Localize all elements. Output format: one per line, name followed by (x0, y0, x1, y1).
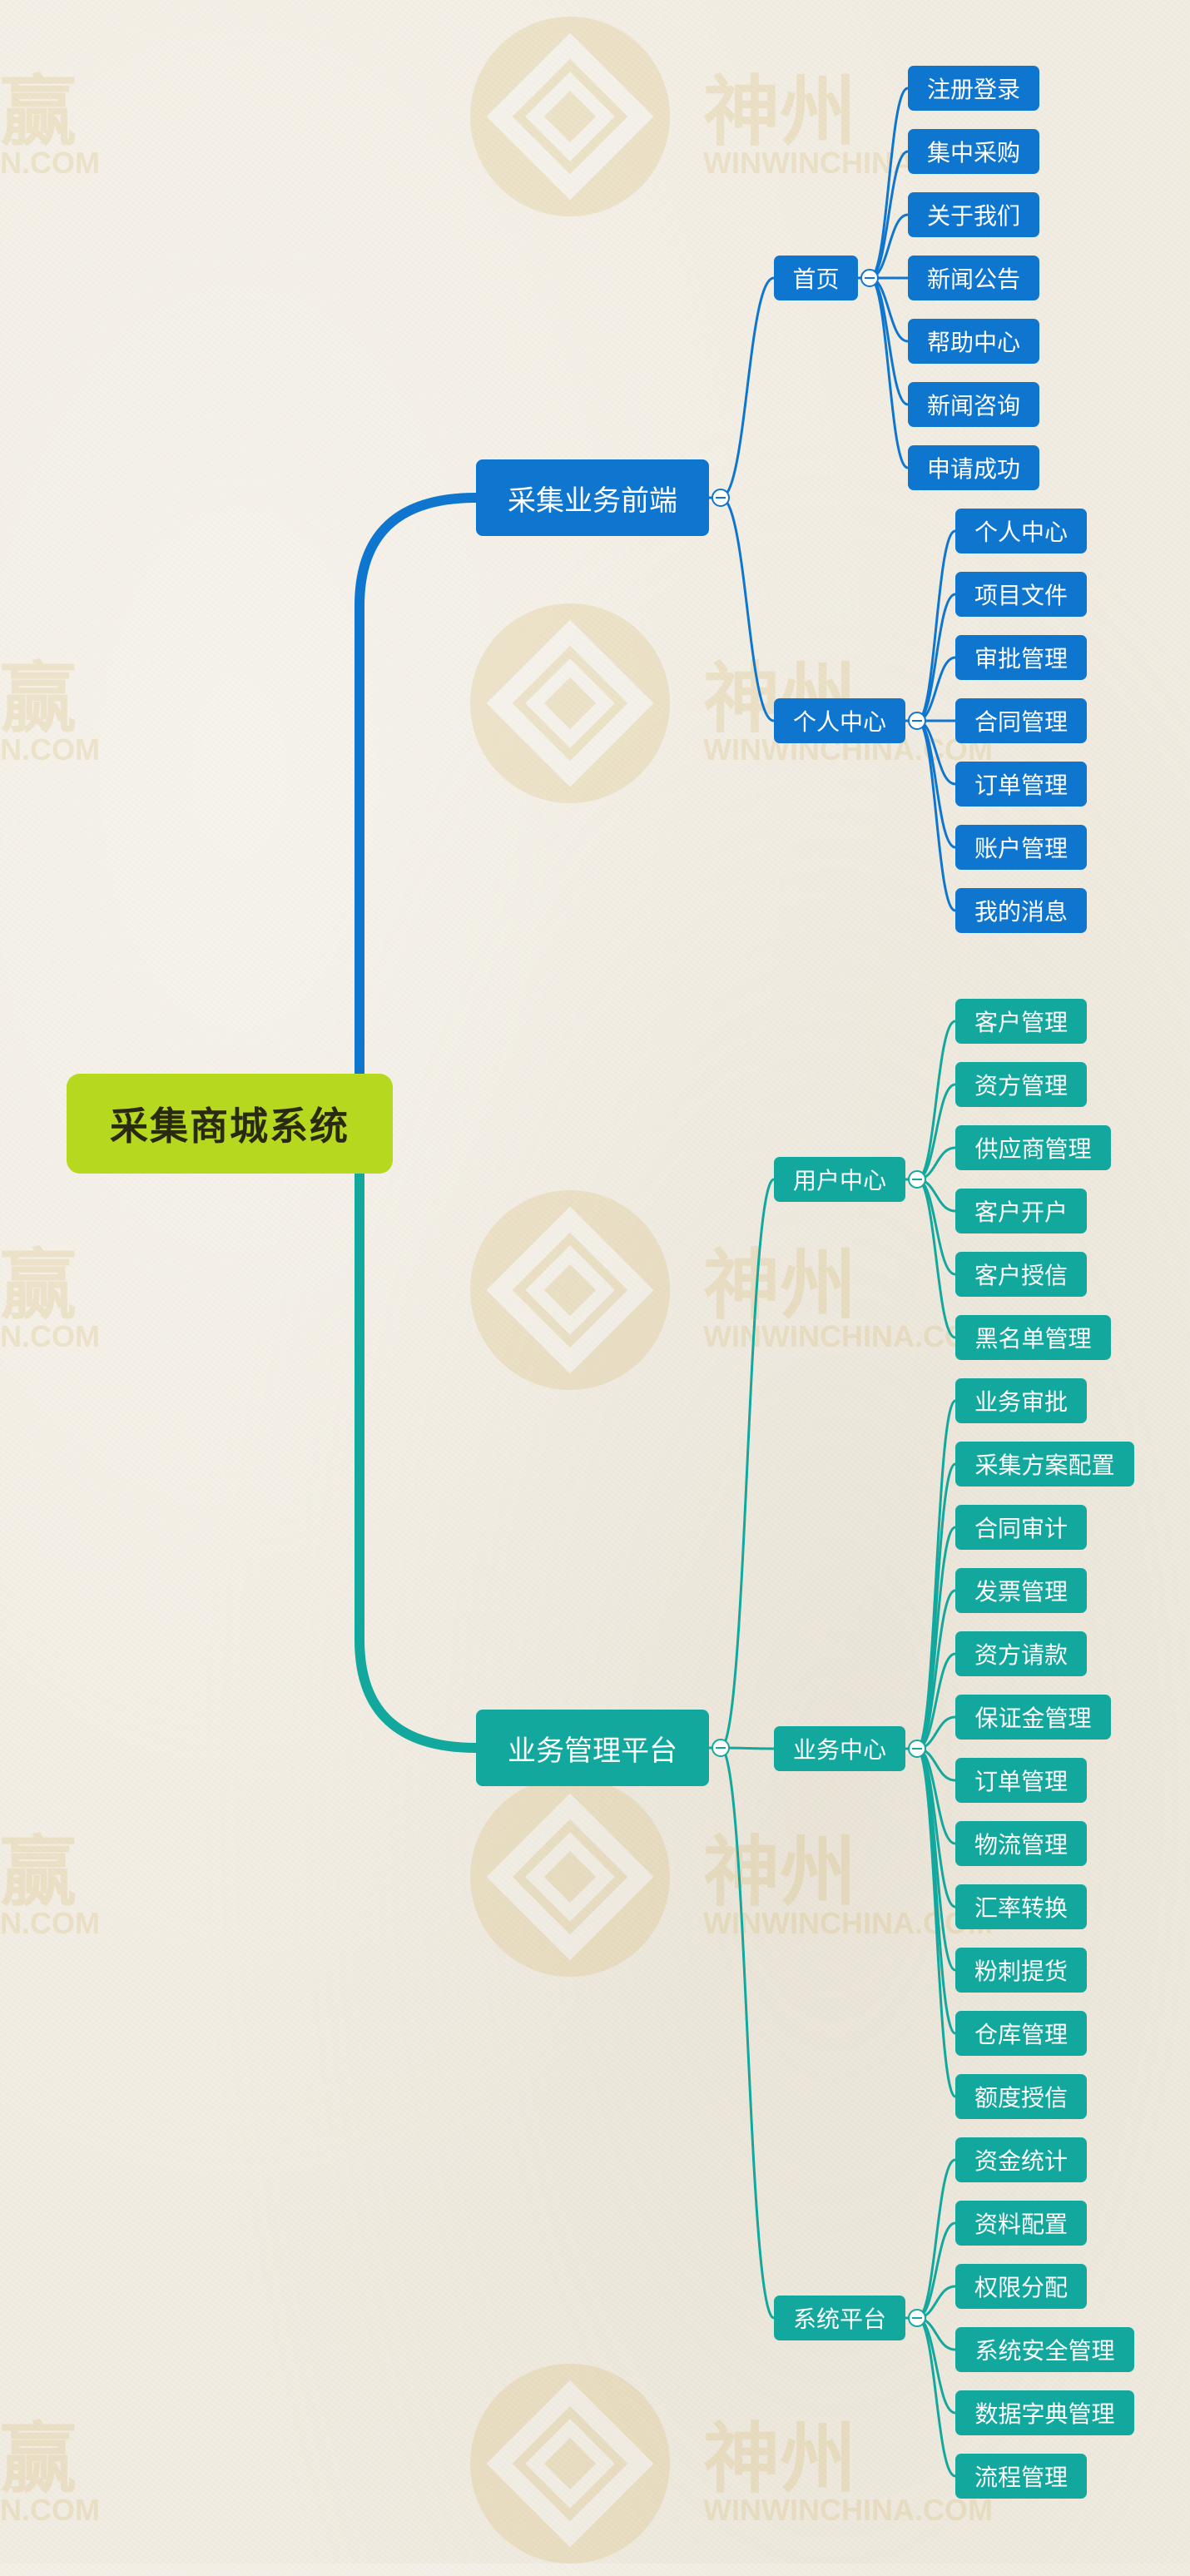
leaf-node[interactable]: 汇率转换 (955, 1884, 1087, 1929)
connector-line (915, 2158, 957, 2320)
minus-icon (716, 497, 726, 499)
connector-line (868, 150, 910, 280)
connector-line (355, 493, 481, 1079)
connector-line (915, 1747, 957, 2098)
leaf-node[interactable]: 权限分配 (955, 2264, 1087, 2309)
leaf-node[interactable]: 资方请款 (955, 1631, 1087, 1676)
collapse-toggle[interactable] (908, 1740, 926, 1758)
collapse-toggle[interactable] (908, 712, 926, 730)
connector-line (915, 529, 957, 722)
collapse-toggle[interactable] (712, 489, 730, 507)
connector-line (868, 87, 910, 280)
connector-line (719, 1178, 776, 1750)
leaf-node[interactable]: 订单管理 (955, 1758, 1087, 1803)
group-node[interactable]: 个人中心 (774, 698, 905, 743)
group-node[interactable]: 业务中心 (774, 1726, 905, 1771)
connector-line (719, 496, 776, 722)
leaf-node[interactable]: 审批管理 (955, 635, 1087, 680)
collapse-toggle[interactable] (712, 1739, 730, 1757)
leaf-node[interactable]: 客户管理 (955, 999, 1087, 1044)
group-node[interactable]: 系统平台 (774, 2296, 905, 2340)
leaf-node[interactable]: 新闻咨询 (908, 382, 1039, 427)
minus-icon (865, 277, 875, 279)
leaf-node[interactable]: 合同管理 (955, 698, 1087, 743)
root-node[interactable]: 采集商城系统 (67, 1074, 393, 1174)
leaf-node[interactable]: 物流管理 (955, 1821, 1087, 1866)
leaf-node[interactable]: 数据字典管理 (955, 2390, 1134, 2435)
connector-line (915, 719, 957, 849)
leaf-node[interactable]: 项目文件 (955, 572, 1087, 617)
leaf-node[interactable]: 集中采购 (908, 129, 1039, 174)
connector-line (719, 276, 776, 499)
leaf-node[interactable]: 账户管理 (955, 825, 1087, 870)
connector-line (868, 276, 910, 469)
connector-line (719, 1746, 776, 2320)
leaf-node[interactable]: 申请成功 (908, 445, 1039, 490)
leaf-node[interactable]: 保证金管理 (955, 1695, 1111, 1740)
leaf-node[interactable]: 客户授信 (955, 1252, 1087, 1297)
leaf-node[interactable]: 仓库管理 (955, 2011, 1087, 2056)
leaf-node[interactable]: 订单管理 (955, 762, 1087, 807)
branch-node[interactable]: 业务管理平台 (476, 1710, 709, 1786)
leaf-node[interactable]: 采集方案配置 (955, 1442, 1134, 1487)
minus-icon (912, 2317, 922, 2319)
leaf-node[interactable]: 资方管理 (955, 1062, 1087, 1107)
leaf-node[interactable]: 额度授信 (955, 2074, 1087, 2119)
connector-line (915, 719, 957, 912)
leaf-node[interactable]: 系统安全管理 (955, 2327, 1134, 2372)
group-node[interactable]: 首页 (774, 256, 858, 300)
connector-line (915, 2316, 957, 2478)
leaf-node[interactable]: 关于我们 (908, 192, 1039, 237)
leaf-node[interactable]: 资金统计 (955, 2137, 1087, 2182)
leaf-node[interactable]: 黑名单管理 (955, 1315, 1111, 1360)
minus-icon (912, 1179, 922, 1180)
leaf-node[interactable]: 发票管理 (955, 1568, 1087, 1613)
collapse-toggle[interactable] (908, 1170, 926, 1189)
connector-line (868, 276, 910, 406)
group-node[interactable]: 用户中心 (774, 1157, 905, 1202)
leaf-node[interactable]: 供应商管理 (955, 1125, 1111, 1170)
connector-line (915, 593, 957, 722)
leaf-node[interactable]: 资料配置 (955, 2201, 1087, 2246)
leaf-node[interactable]: 业务审批 (955, 1378, 1087, 1423)
collapse-toggle[interactable] (908, 2309, 926, 2327)
leaf-node[interactable]: 个人中心 (955, 509, 1087, 553)
leaf-node[interactable]: 我的消息 (955, 888, 1087, 933)
leaf-node[interactable]: 客户开户 (955, 1189, 1087, 1233)
connector-line (915, 1020, 957, 1181)
collapse-toggle[interactable] (860, 269, 879, 287)
connector-line (355, 1169, 481, 1753)
connector-line (915, 1178, 957, 1339)
leaf-node[interactable]: 合同审计 (955, 1505, 1087, 1550)
branch-node[interactable]: 采集业务前端 (476, 459, 709, 536)
leaf-node[interactable]: 注册登录 (908, 66, 1039, 111)
minus-icon (912, 1748, 922, 1750)
leaf-node[interactable]: 帮助中心 (908, 319, 1039, 364)
leaf-node[interactable]: 粉刺提货 (955, 1948, 1087, 1993)
leaf-node[interactable]: 流程管理 (955, 2454, 1087, 2499)
leaf-node[interactable]: 新闻公告 (908, 256, 1039, 300)
minus-icon (912, 720, 922, 722)
minus-icon (716, 1747, 726, 1749)
